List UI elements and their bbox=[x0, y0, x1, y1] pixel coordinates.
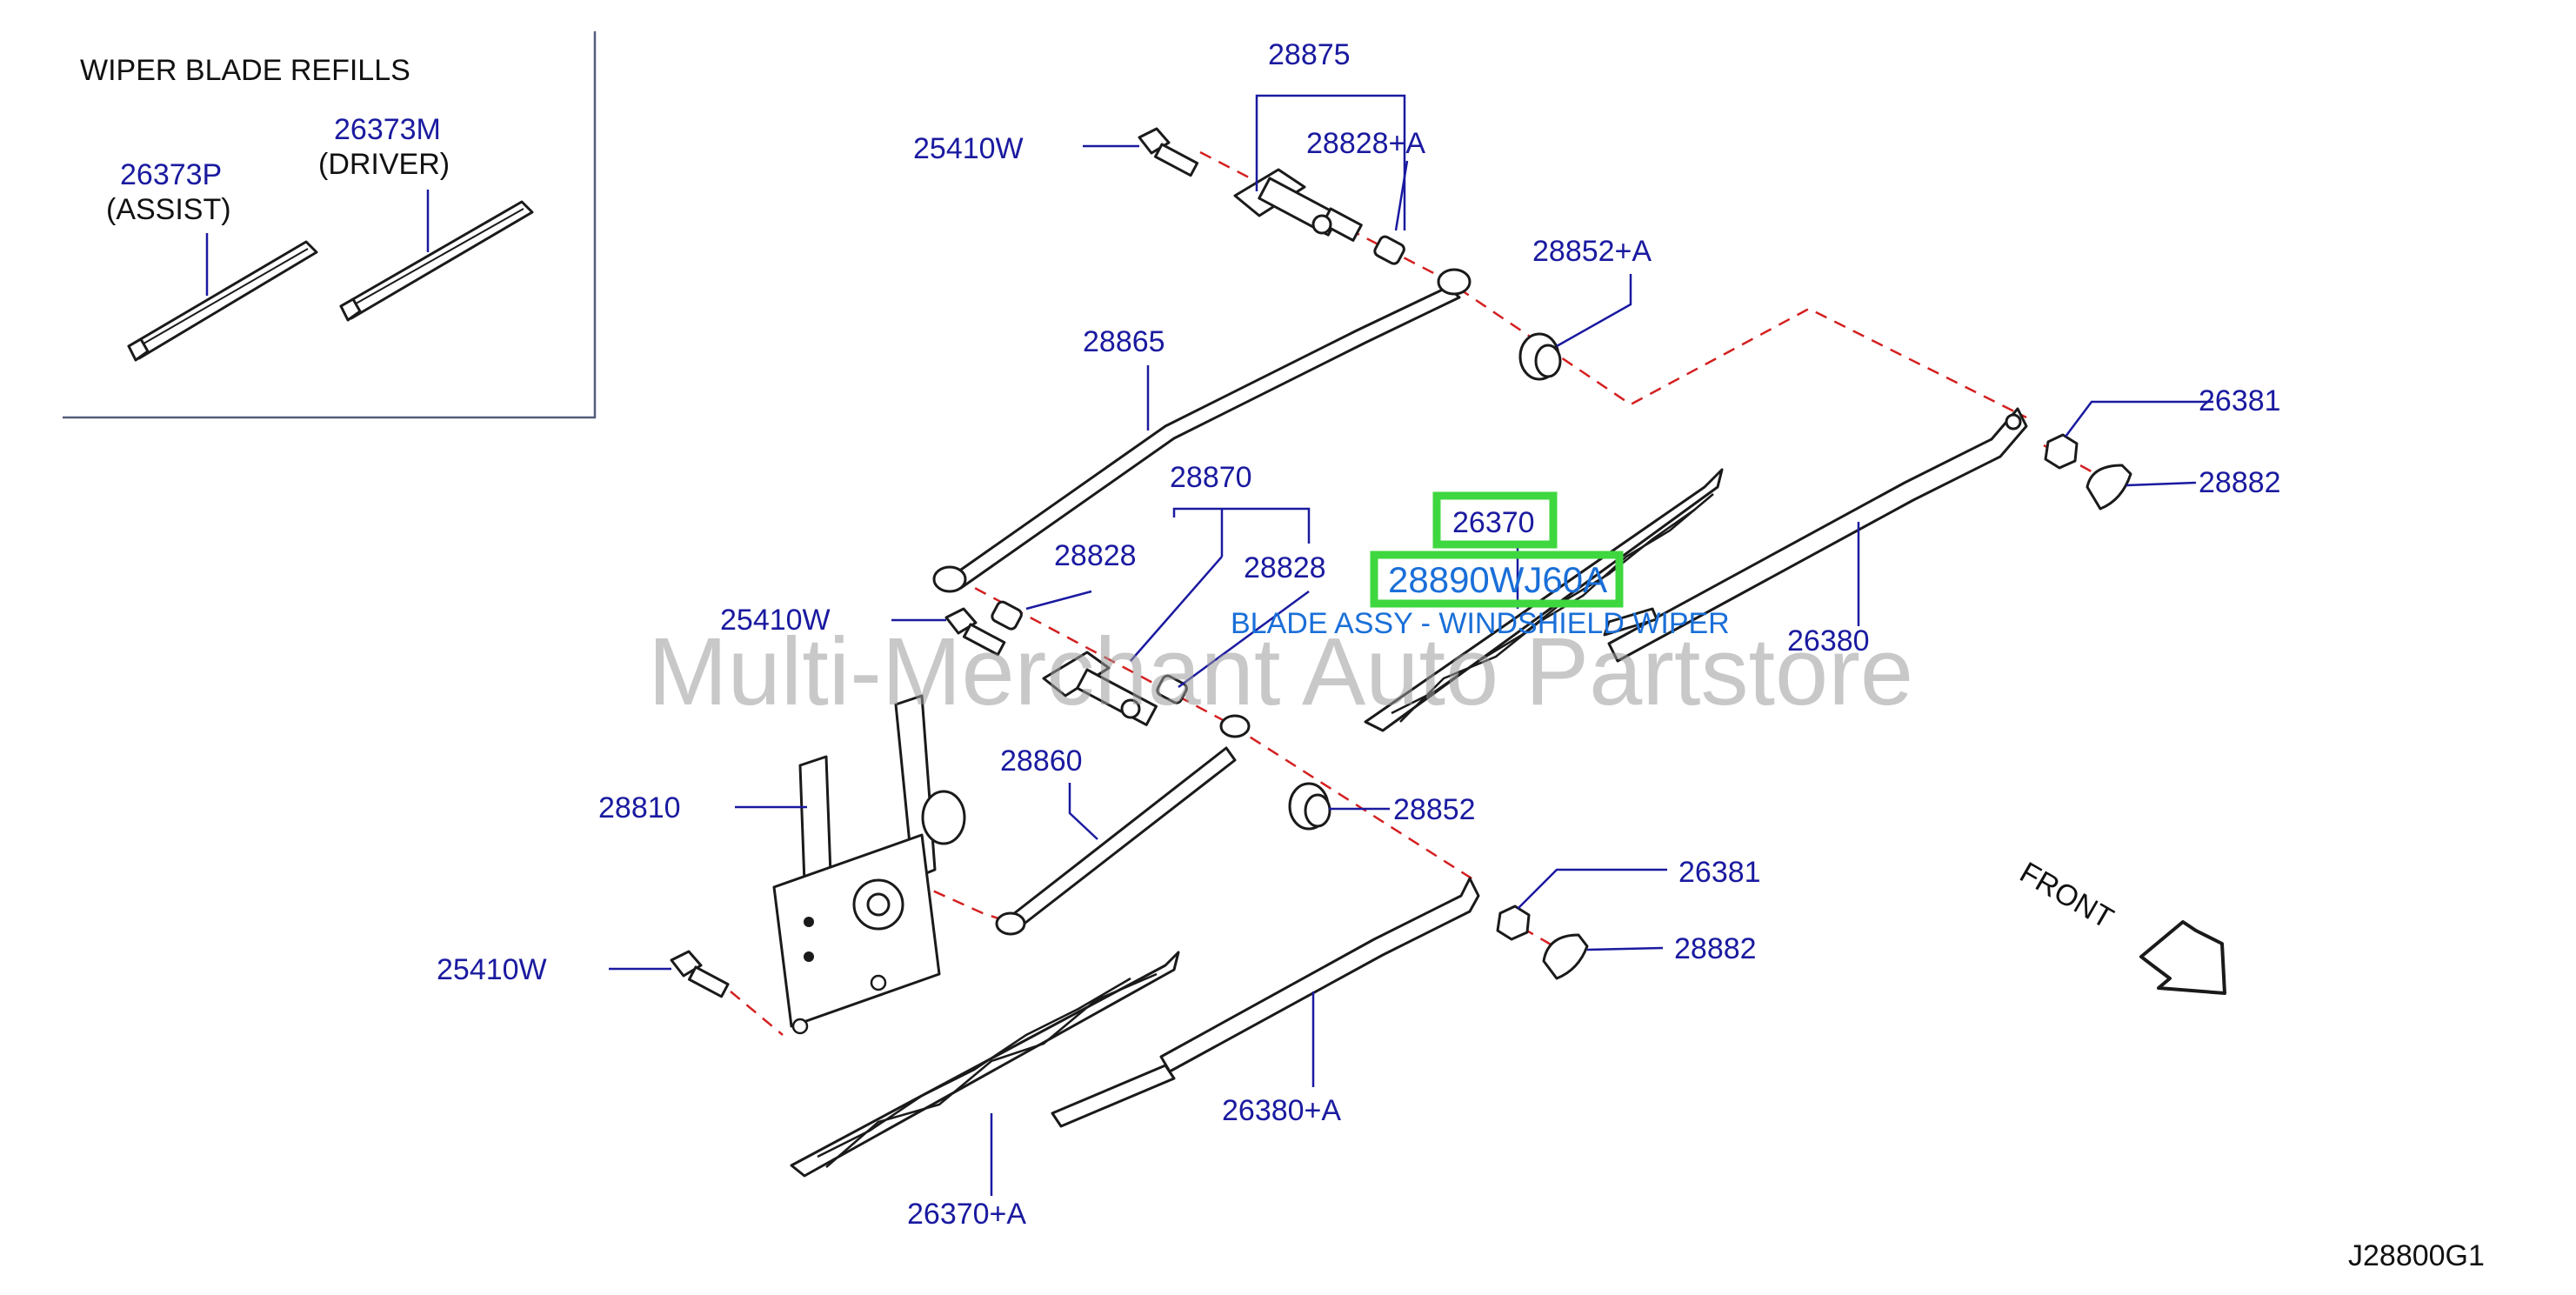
refills-title: WIPER BLADE REFILLS bbox=[80, 54, 410, 87]
wiper-arm-26380a[interactable] bbox=[1051, 877, 1480, 1128]
highlight-box-oem bbox=[1370, 551, 1624, 608]
callout-26381-top[interactable]: 26381 bbox=[2199, 384, 2281, 417]
pivot-28870[interactable] bbox=[1042, 651, 1158, 726]
callout-25410w-bottom[interactable]: 25410W bbox=[437, 953, 547, 986]
callout-28870[interactable]: 28870 bbox=[1170, 461, 1252, 494]
link-rod-28860[interactable] bbox=[995, 714, 1251, 936]
callout-28828-right[interactable]: 28828 bbox=[1244, 551, 1326, 584]
callouts: 28875 25410W 28828+A 28852+A 28865 26381… bbox=[437, 38, 2281, 1231]
refill-driver-part[interactable] bbox=[339, 200, 534, 322]
motor-bracket-28810[interactable] bbox=[772, 694, 966, 1035]
wiper-arm-26380[interactable] bbox=[1603, 407, 2028, 663]
cap-28882-top[interactable] bbox=[2085, 464, 2132, 511]
diagram-code: J28800G1 bbox=[2348, 1239, 2485, 1272]
callout-25410w-mid[interactable]: 25410W bbox=[720, 604, 831, 637]
callout-26373m[interactable]: 26373M bbox=[334, 113, 441, 146]
callout-28810[interactable]: 28810 bbox=[598, 791, 681, 824]
oem-number[interactable]: 28890WJ60A bbox=[1388, 559, 1607, 600]
highlight-26370[interactable]: 26370 28890WJ60A BLADE ASSY - WINDSHIELD… bbox=[1231, 491, 1730, 640]
callout-28852a[interactable]: 28852+A bbox=[1532, 235, 1652, 268]
bolt-25410w-mid[interactable] bbox=[944, 607, 1006, 657]
refills-inset-box: WIPER BLADE REFILLS 26373P (ASSIST) 2637… bbox=[63, 31, 597, 419]
grommet-28852[interactable] bbox=[1288, 782, 1331, 831]
callout-28875[interactable]: 28875 bbox=[1268, 38, 1351, 71]
pivot-28875[interactable] bbox=[1233, 168, 1363, 242]
cap-28882-bottom[interactable] bbox=[1542, 933, 1589, 980]
bushing-28828a[interactable] bbox=[1373, 235, 1406, 265]
bushing-28828-left[interactable] bbox=[991, 600, 1024, 631]
nut-26381-bottom[interactable] bbox=[1496, 904, 1531, 941]
callout-28828-left[interactable]: 28828 bbox=[1054, 539, 1137, 572]
callout-26381-bottom[interactable]: 26381 bbox=[1678, 856, 1761, 889]
front-indicator: FRONT bbox=[2014, 856, 2226, 995]
bushing-28828-right[interactable] bbox=[1156, 674, 1189, 704]
part-description: BLADE ASSY - WINDSHIELD WIPER bbox=[1231, 607, 1730, 640]
callout-28828a[interactable]: 28828+A bbox=[1306, 127, 1425, 160]
bolt-25410w-bottom[interactable] bbox=[670, 950, 730, 998]
highlight-box-part bbox=[1432, 491, 1558, 549]
callout-28860[interactable]: 28860 bbox=[1000, 744, 1083, 778]
front-arrow-icon bbox=[2139, 920, 2226, 995]
refill-assist-part[interactable] bbox=[127, 240, 318, 362]
callout-28865[interactable]: 28865 bbox=[1083, 325, 1165, 358]
nut-26381-top[interactable] bbox=[2044, 433, 2079, 470]
wiper-blade-26370a[interactable] bbox=[790, 951, 1180, 1178]
callout-26380[interactable]: 26380 bbox=[1787, 624, 1870, 658]
callout-28882-bottom[interactable]: 28882 bbox=[1674, 932, 1757, 965]
callout-26373p[interactable]: 26373P bbox=[120, 158, 222, 191]
bolt-25410w-top[interactable] bbox=[1138, 127, 1199, 177]
grommet-28852a[interactable] bbox=[1518, 332, 1562, 381]
link-rod-28865[interactable] bbox=[932, 268, 1472, 593]
callout-28882-top[interactable]: 28882 bbox=[2199, 466, 2281, 499]
callout-26370[interactable]: 26370 bbox=[1452, 506, 1535, 539]
assist-note: (ASSIST) bbox=[106, 193, 231, 226]
leader-lines bbox=[609, 94, 2213, 1196]
driver-note: (DRIVER) bbox=[318, 148, 450, 181]
front-label: FRONT bbox=[2014, 856, 2119, 935]
callout-26370a[interactable]: 26370+A bbox=[907, 1198, 1026, 1231]
callout-26380a[interactable]: 26380+A bbox=[1222, 1094, 1341, 1127]
callout-25410w-top[interactable]: 25410W bbox=[913, 132, 1024, 165]
callout-28852[interactable]: 28852 bbox=[1393, 793, 1476, 826]
watermark: Multi-Merchant Auto Partstore bbox=[648, 618, 1913, 725]
